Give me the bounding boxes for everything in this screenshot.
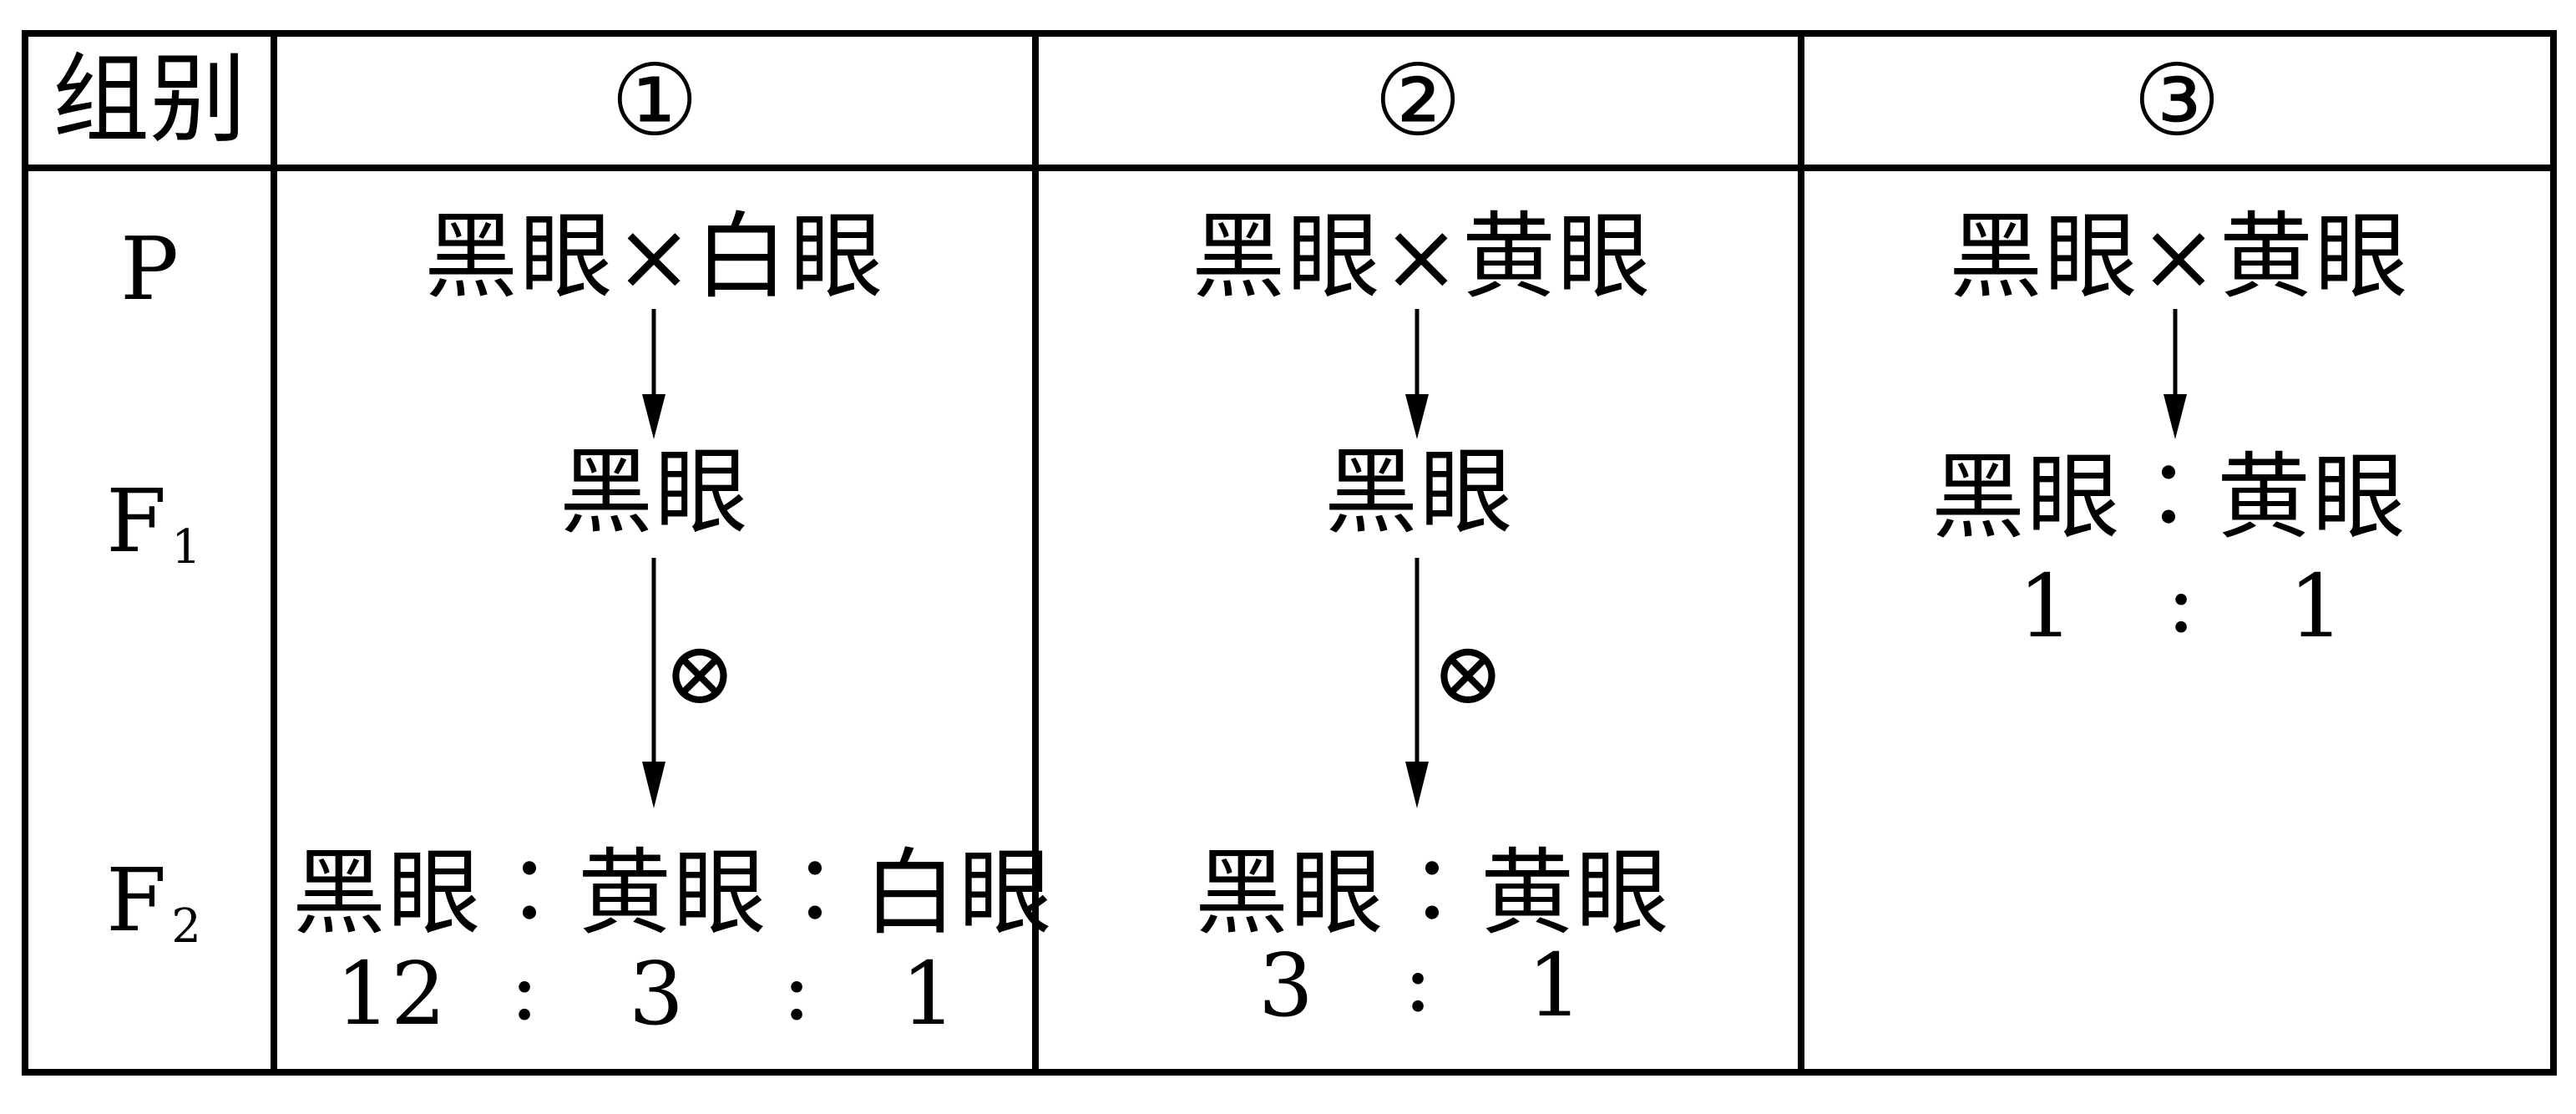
col2-ratio-value-1: 3 — [1258, 934, 1314, 1036]
group-2-header: ② — [1374, 43, 1462, 158]
col1-selfing-symbol: ⊗ — [663, 622, 736, 724]
col1-ratio-colon-1: : — [509, 938, 539, 1040]
col1-ratio-value-2: 3 — [628, 943, 685, 1045]
table-border — [22, 30, 2557, 1076]
arrowhead-f1-to-f2-col2 — [1405, 762, 1429, 808]
col2-selfing-symbol: ⊗ — [1431, 622, 1505, 724]
col2-f2-phenotypes: 黑眼∶黄眼 — [1195, 839, 1671, 948]
group-header-label: 组别 — [53, 43, 246, 156]
f2-label-subscript: 2 — [171, 899, 201, 954]
f2-label-base: F — [106, 849, 167, 951]
col3-ratio-value-1: 1 — [2017, 555, 2074, 657]
arrowhead-f1-to-f2-col1 — [642, 762, 666, 808]
arrowhead-p-to-f1-col3 — [2164, 394, 2187, 439]
col2-ratio-colon: : — [1403, 929, 1433, 1031]
f1-label-subscript: 1 — [171, 520, 201, 575]
col3-ratio-colon: : — [2166, 550, 2196, 652]
parent-generation-label: P — [120, 218, 179, 320]
col2-ratio-value-2: 1 — [1526, 934, 1583, 1036]
col1-ratio-colon-2: : — [782, 938, 812, 1040]
col1-ratio-value-1: 12 — [335, 943, 447, 1045]
col1-parent-cross: 黑眼×白眼 — [424, 203, 885, 311]
col1-f1-phenotype: 黑眼 — [559, 438, 750, 547]
col3-f1-phenotypes: 黑眼∶黄眼 — [1931, 443, 2407, 552]
col3-parent-cross: 黑眼×黄眼 — [1949, 203, 2410, 311]
arrowhead-p-to-f1-col1 — [642, 394, 666, 439]
col1-f2-phenotypes: 黑眼∶黄眼∶白眼 — [292, 839, 1054, 948]
col1-ratio-value-3: 1 — [900, 943, 957, 1045]
col2-f1-phenotype: 黑眼 — [1324, 438, 1515, 547]
arrowhead-p-to-f1-col2 — [1405, 394, 1429, 439]
f1-label-base: F — [106, 470, 167, 572]
group-3-header: ③ — [2133, 43, 2221, 158]
col3-ratio-value-2: 1 — [2288, 555, 2345, 657]
group-1-header: ① — [610, 43, 699, 158]
col2-parent-cross: 黑眼×黄眼 — [1192, 203, 1652, 311]
